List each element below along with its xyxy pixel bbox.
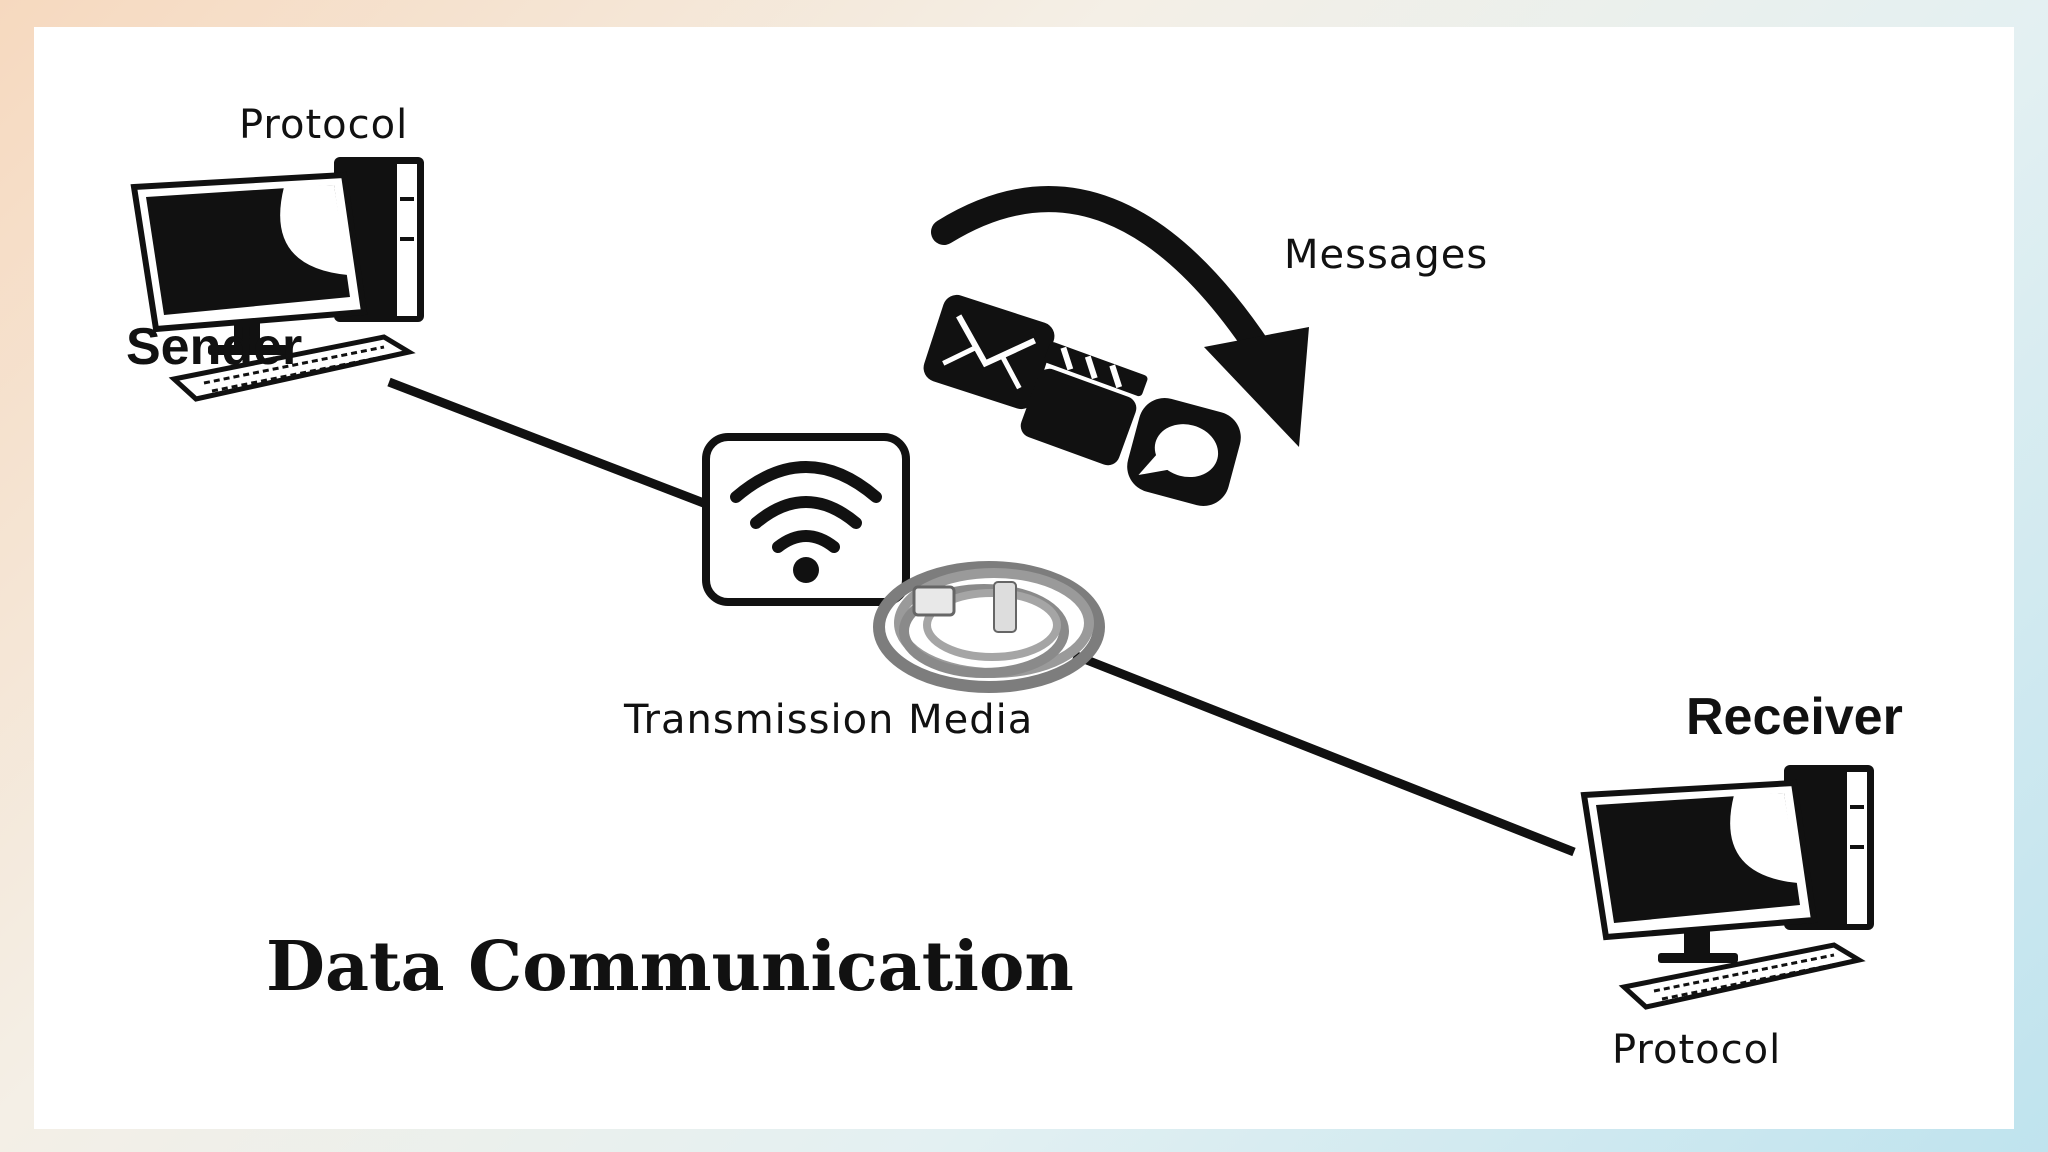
diagram-panel: Protocol Sender Messages Transmission Me… bbox=[34, 27, 2014, 1129]
receiver-computer-icon bbox=[1584, 765, 1874, 1007]
sender-protocol-label: Protocol bbox=[239, 102, 409, 148]
curved-arrow-icon bbox=[931, 186, 1309, 447]
messages-label: Messages bbox=[1284, 232, 1489, 278]
transmission-media-label: Transmission Media bbox=[624, 697, 1034, 743]
clapperboard-icon bbox=[1020, 342, 1148, 466]
diagram-canvas bbox=[34, 27, 2014, 1129]
receiver-link-line bbox=[1072, 650, 1576, 857]
ethernet-cable-icon bbox=[873, 561, 1105, 693]
diagram-title: Data Communication bbox=[266, 927, 1074, 1007]
chat-bubble-icon bbox=[1127, 398, 1241, 506]
sender-label: Sender bbox=[126, 318, 303, 376]
receiver-label: Receiver bbox=[1686, 688, 1903, 746]
sender-link-line bbox=[387, 377, 716, 512]
wifi-icon bbox=[702, 433, 910, 606]
receiver-protocol-label: Protocol bbox=[1612, 1027, 1782, 1073]
envelope-icon bbox=[923, 294, 1055, 410]
